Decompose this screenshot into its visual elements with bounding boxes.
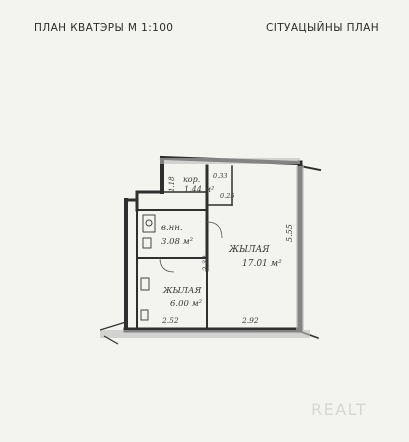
living-room-small-area: 6.00 м²: [170, 299, 203, 309]
corridor-area: 1.44 м²: [184, 185, 214, 194]
corridor-label: кор.: [183, 175, 200, 184]
stove-icon: [140, 309, 149, 321]
corridor-width-dimension: 1.18: [168, 176, 176, 192]
living-room-small-label: ЖЫЛАЯ: [162, 286, 201, 296]
bathtub-icon: [142, 214, 156, 233]
living-room-large-label: ЖЫЛАЯ: [228, 245, 270, 255]
bathroom-label: в.нн.: [161, 223, 183, 233]
bathroom-fixtures: [140, 214, 156, 321]
plan-title: ПЛАН КВАТЭРЫ М 1:100: [34, 22, 174, 34]
toilet-icon: [142, 237, 152, 249]
right-height-dimension: 5.55: [285, 224, 294, 242]
closet-area: 0.33: [213, 172, 227, 180]
door-swing-icon: [206, 221, 223, 239]
bottom-right-dimension: 2.92: [241, 316, 259, 325]
bottom-left-dimension: 2.52: [161, 316, 179, 325]
bathroom-area: 3.08 м²: [161, 237, 194, 247]
closet-area-2: 0.25: [220, 192, 234, 200]
door-swing-icon: [159, 257, 175, 273]
situation-plan-title: СІТУАЦЫЙНЫ ПЛАН: [266, 22, 380, 34]
living-room-large-area: 17.01 м²: [242, 259, 282, 269]
kitchen-unit-icon: [140, 277, 150, 291]
sink-icon: [145, 219, 153, 227]
partition-dimension: 2.38: [202, 255, 210, 272]
realt-watermark: REALT: [311, 400, 368, 419]
